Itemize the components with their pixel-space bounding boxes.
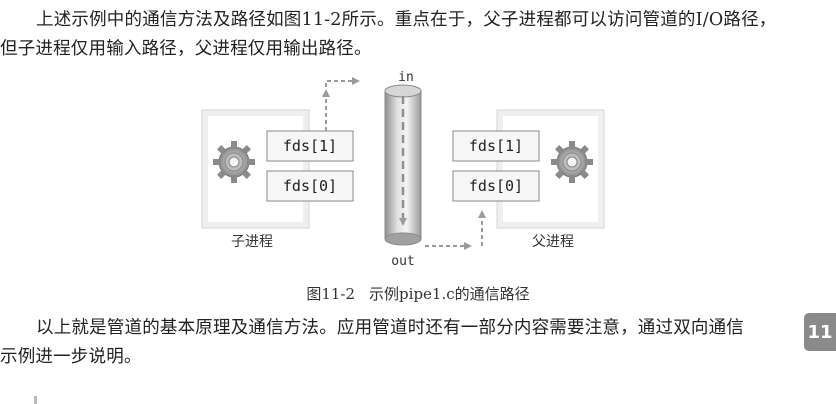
paragraph-1-line-2: 但子进程仅用输入路径，父进程仅用输出路径。 <box>0 39 372 59</box>
child-gear-icon <box>212 140 256 184</box>
parent-fd1-box: fds[1] <box>452 130 540 162</box>
margin-mark <box>34 396 37 404</box>
pipe-in-label: in <box>398 70 414 85</box>
figure-caption-text: 示例pipe1.c的通信路径 <box>369 285 530 303</box>
figure-caption: 图11-2 示例pipe1.c的通信路径 <box>0 283 836 304</box>
paragraph-1: 上述示例中的通信方法及路径如图11-2所示。重点在于，父子进程都可以访问管道的I… <box>0 6 800 64</box>
pipe-out-label: out <box>391 254 414 269</box>
child-fd0-box: fds[0] <box>266 170 354 202</box>
child-write-arrow-right <box>325 77 360 87</box>
chapter-badge: 11 <box>804 313 836 351</box>
parent-gear-icon <box>550 140 594 184</box>
child-fd0-label: fds[0] <box>283 177 337 195</box>
parent-process-label: 父进程 <box>532 234 574 250</box>
parent-fd0-label: fds[0] <box>469 177 523 195</box>
paragraph-1-line-1: 上述示例中的通信方法及路径如图11-2所示。重点在于，父子进程都可以访问管道的I… <box>36 10 777 30</box>
child-fd1-box: fds[1] <box>266 130 354 162</box>
paragraph-2-line-1: 以上就是管道的基本原理及通信方法。应用管道时还有一部分内容需要注意，通过双向通信 <box>36 318 744 338</box>
paragraph-2: 以上就是管道的基本原理及通信方法。应用管道时还有一部分内容需要注意，通过双向通信… <box>0 314 800 372</box>
child-fd1-label: fds[1] <box>283 137 337 155</box>
pipe-cylinder <box>384 84 422 246</box>
paragraph-2-line-2: 示例进一步说明。 <box>0 347 142 367</box>
figure-caption-number: 图11-2 <box>306 285 356 303</box>
child-process-label: 子进程 <box>231 234 273 250</box>
parent-fd1-label: fds[1] <box>469 137 523 155</box>
parent-fd0-box: fds[0] <box>452 170 540 202</box>
